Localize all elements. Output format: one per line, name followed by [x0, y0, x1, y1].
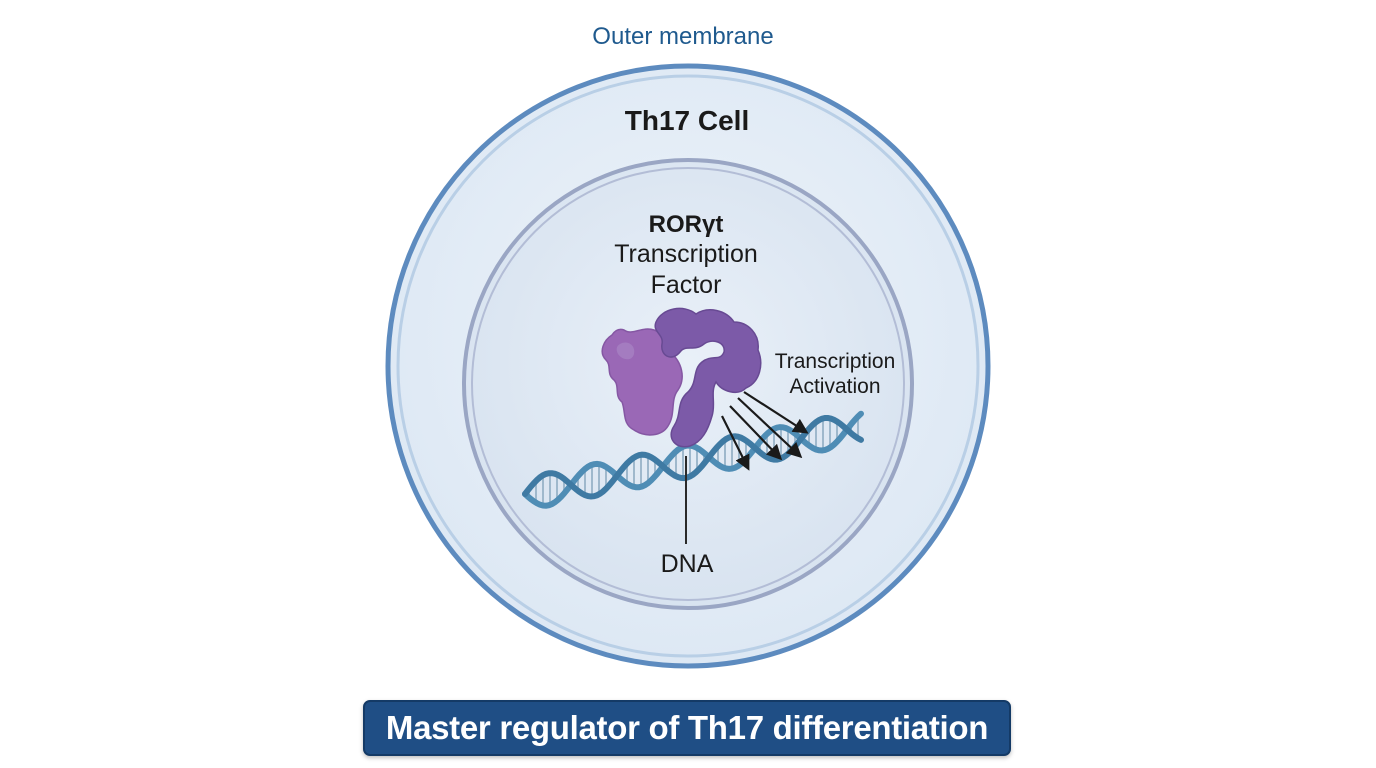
activation-arrow-4: [743, 391, 809, 434]
activation-arrows: [721, 391, 809, 471]
cell-label: Th17 Cell: [625, 105, 749, 136]
factor-name-label: RORγt: [649, 211, 724, 238]
protein-lobe-highlight: [616, 342, 635, 360]
nucleus-inner-edge: [471, 167, 905, 601]
outer-membrane-label: Outer membrane: [592, 23, 773, 50]
activation-arrow-2: [729, 405, 783, 461]
outer-membrane-inner-edge: [396, 74, 980, 658]
caption-banner: Master regulator of Th17 differentiation: [363, 700, 1011, 756]
activation-arrow-3: [737, 397, 803, 459]
nucleus: [462, 158, 914, 610]
caption-text: Master regulator of Th17 differentiation: [385, 709, 989, 746]
dna-strand-a: [522, 410, 864, 509]
protein-lobe-dark: [654, 307, 762, 448]
factor-line2-label: Factor: [651, 271, 722, 299]
activation-line2-label: Activation: [789, 375, 880, 398]
rorgt-protein: [601, 307, 762, 448]
activation-line1-label: Transcription: [775, 350, 896, 373]
activation-arrow-1: [721, 415, 750, 471]
dna-label: DNA: [661, 550, 714, 578]
factor-line1-label: Transcription: [614, 240, 758, 268]
